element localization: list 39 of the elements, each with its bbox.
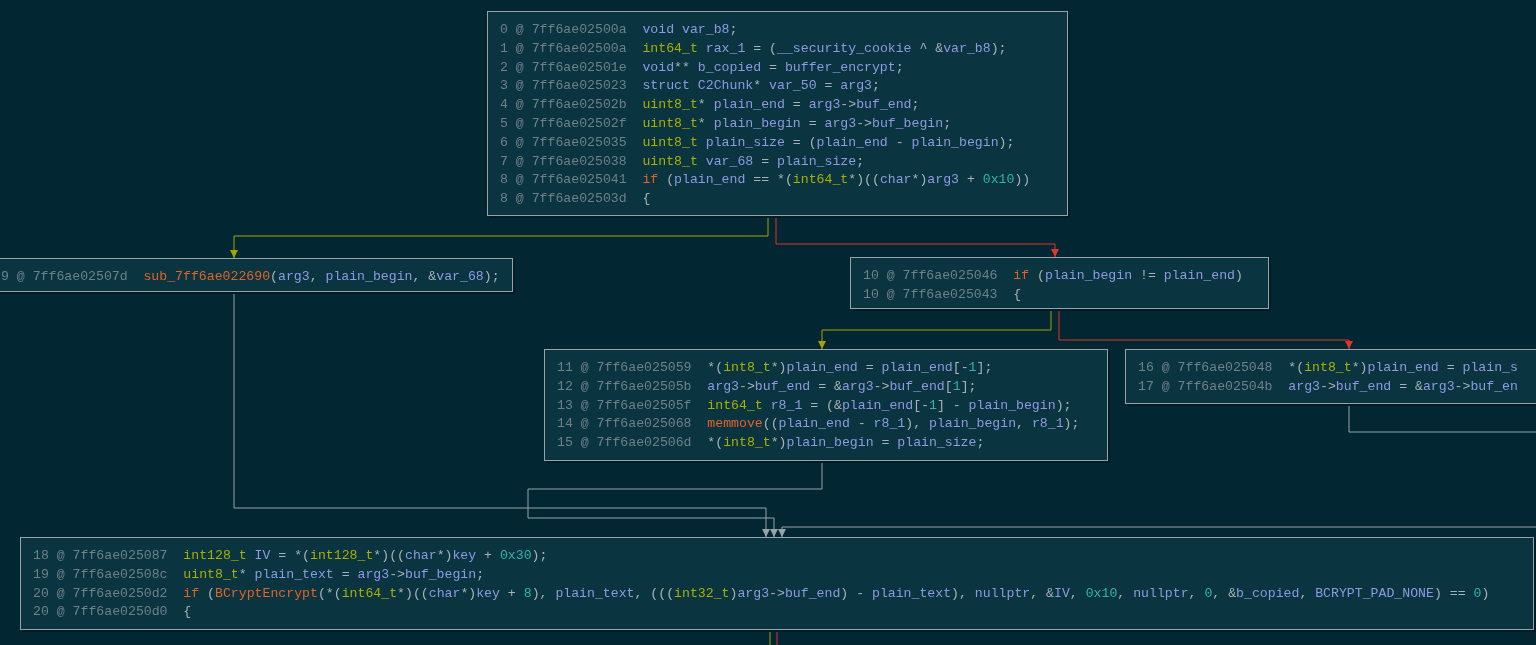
code-line: 0 @ 7ff6ae02500a void var_b8;	[500, 21, 738, 39]
arrow	[778, 403, 1536, 538]
code-block	[850, 257, 1269, 309]
code-block	[1125, 349, 1536, 404]
code-line: 12 @ 7ff6ae02505b arg3->buf_end = &arg3->buf_end[1];	[557, 377, 977, 396]
code-line: 8 @ 7ff6ae025041 if (plain_end == *(int64_t*)((char*)arg3 + 0x10))	[500, 171, 1031, 190]
arrow	[233, 291, 770, 538]
code-line: 18 @ 7ff6ae025087 int128_t IV = *(int128_t*)((char*)key + 0x30);	[33, 547, 548, 565]
code-line: 9 @ 7ff6ae02507d sub_7ff6ae022690(arg3, plain_begin, &var_68);	[1, 268, 500, 286]
code-line: 4 @ 7ff6ae02502b uint8_t* plain_end = arg3->buf_end;	[500, 96, 920, 115]
code-line: 3 @ 7ff6ae025023 struct C2Chunk* var_50 = arg3;	[500, 77, 880, 96]
code-line: 8 @ 7ff6ae02503d {	[500, 190, 651, 209]
arrow	[230, 215, 769, 259]
code-line: 20 @ 7ff6ae0250d2 if (BCryptEncrypt(*(int64_t*)((char*)key + 8), plain_text, (((int32_t)arg3->buf_end) - plain_text), nullptr, &IV, 0x10, nullptr, 0, &b_copied, BCRYPT_PAD_NONE) == 0)	[33, 584, 1490, 603]
code-line: 1 @ 7ff6ae02500a int64_t rax_1 = (__security_cookie ^ &var_b8);	[500, 39, 1007, 58]
code-line: 2 @ 7ff6ae02501e void** b_copied = buffer_encrypt;	[500, 58, 904, 77]
code-line: 7 @ 7ff6ae025038 uint8_t var_68 = plain_size;	[500, 152, 865, 171]
code-line: 19 @ 7ff6ae02508c uint8_t* plain_text = arg3->buf_begin;	[33, 565, 485, 584]
arrow	[818, 308, 1052, 350]
code-line: 13 @ 7ff6ae02505f int64_t r8_1 = (&plain_end[-1] - plain_begin);	[557, 396, 1072, 415]
arrow	[775, 215, 1059, 258]
code-line: 5 @ 7ff6ae02502f uint8_t* plain_begin = arg3->buf_begin;	[500, 115, 952, 133]
code-line: 14 @ 7ff6ae025068 memmove((plain_end - r8_1), plain_begin, r8_1);	[557, 415, 1080, 434]
code-line: 20 @ 7ff6ae0250d0 {	[33, 603, 192, 622]
connector-line	[776, 629, 778, 645]
code-line: 15 @ 7ff6ae02506d *(int8_t*)plain_begin = plain_size;	[557, 434, 985, 453]
code-block	[20, 537, 1534, 630]
code-block	[487, 11, 1068, 216]
connector-line	[769, 629, 771, 645]
code-line: 6 @ 7ff6ae025035 uint8_t plain_size = (plain_end - plain_begin);	[500, 133, 1015, 152]
arrow	[527, 460, 823, 538]
arrow	[1058, 308, 1353, 350]
code-line: 10 @ 7ff6ae025043 {	[863, 285, 1022, 304]
code-line: 16 @ 7ff6ae025048 *(int8_t*)plain_end = plain_s	[1138, 359, 1518, 377]
code-line: 11 @ 7ff6ae025059 *(int8_t*)plain_end = plain_end[-1];	[557, 359, 993, 377]
code-line: 17 @ 7ff6ae02504b arg3->buf_end = &arg3->buf_en	[1138, 377, 1518, 396]
code-line: 10 @ 7ff6ae025046 if (plain_begin != plain_end)	[863, 267, 1243, 285]
code-block	[544, 349, 1108, 461]
code-block	[0, 258, 513, 292]
